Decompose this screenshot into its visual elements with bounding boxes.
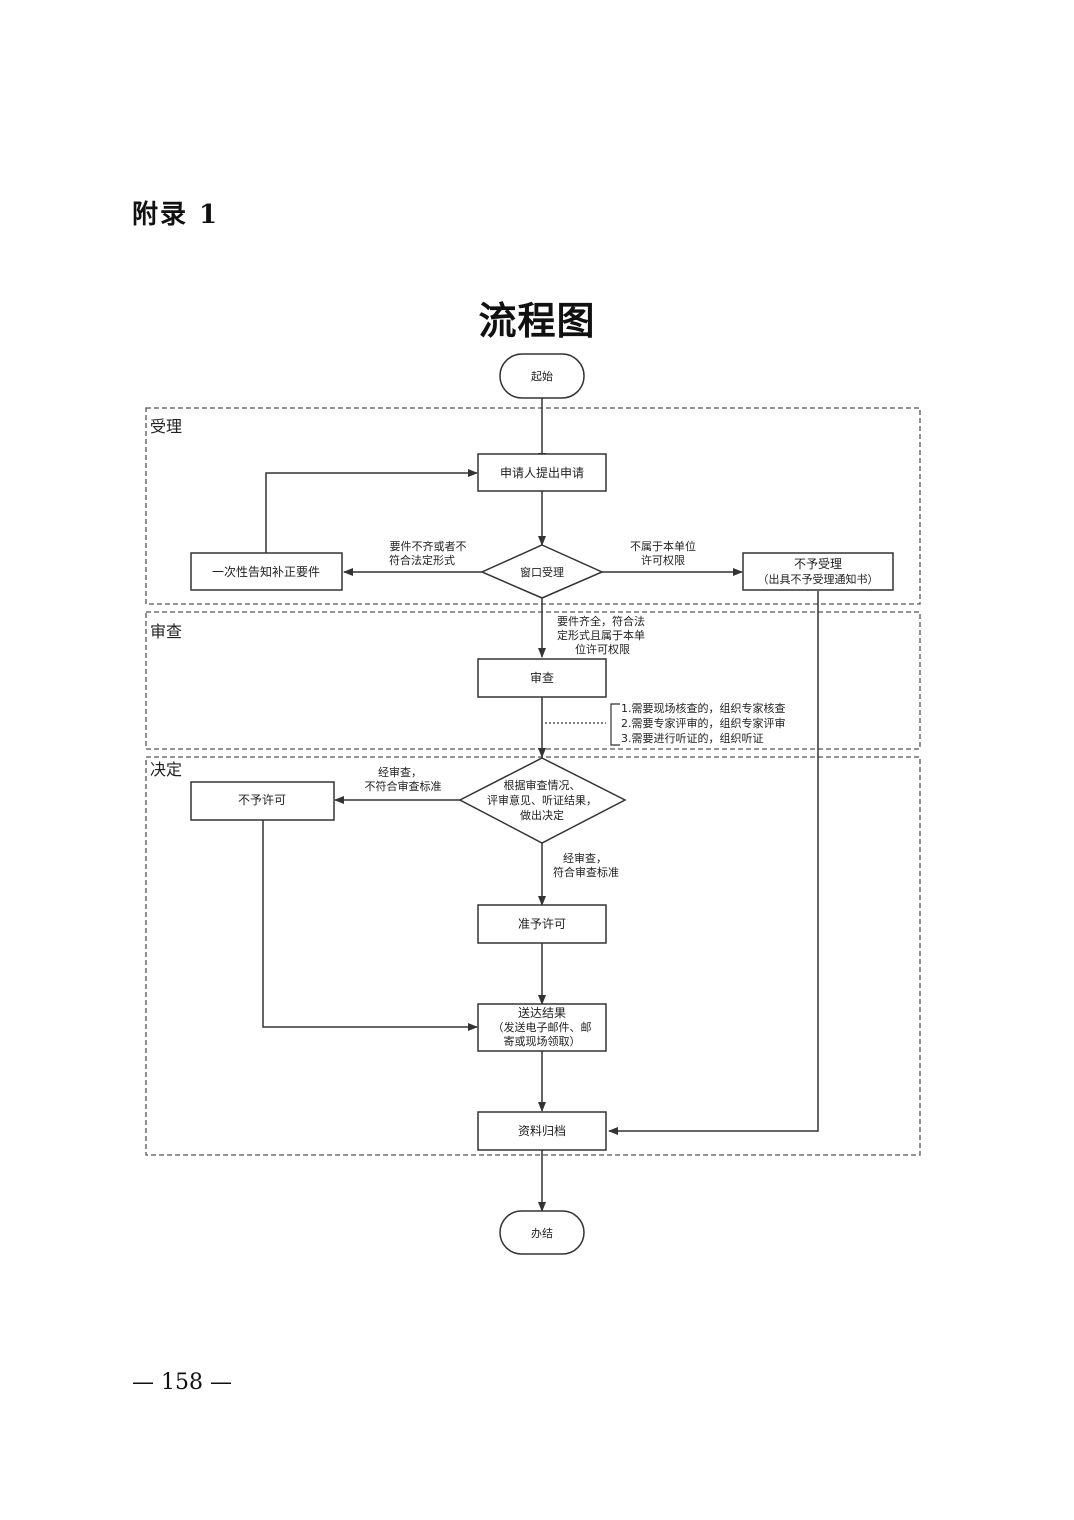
edge-label-pass-2: 符合审查标准 (553, 865, 619, 879)
edge-reject-archive (608, 591, 819, 1135)
edge-label-fail-2: 不符合审查标准 (365, 779, 442, 793)
annotation-line-3: 3.需要进行听证的，组织听证 (621, 731, 764, 745)
decision-label-1: 根据审查情况、 (504, 778, 581, 792)
edge-deny-deliver (262, 820, 478, 1031)
grant-node-label: 准予许可 (518, 917, 566, 931)
edge-label-complete-1: 要件齐全，符合法 (557, 614, 645, 628)
grant-node (477, 904, 607, 944)
edge-label-pass-1: 经审查， (563, 851, 607, 865)
lane-review-label: 审查 (150, 622, 182, 641)
decision-label-3: 做出决定 (520, 808, 564, 822)
end-node (499, 1210, 585, 1255)
lane-decide (145, 756, 921, 1156)
annotation-line-1: 1.需要现场核查的，组织专家核查 (621, 701, 786, 715)
window-decision-label: 窗口受理 (520, 565, 564, 579)
page-number: — 158 — (132, 1370, 232, 1395)
decision-label-2: 评审意见、听证结果， (487, 793, 597, 807)
end-node-label: 办结 (531, 1227, 553, 1240)
deliver-label-3: 寄或现场领取） (504, 1034, 581, 1048)
reject-accept-label: 不予受理 (794, 557, 842, 571)
deny-node (190, 781, 335, 821)
edge-label-incomplete-2: 符合法定形式 (389, 553, 455, 567)
appendix-label: 附录 1 (132, 200, 220, 230)
annotation-line-2: 2.需要专家评审的，组织专家评审 (621, 716, 786, 730)
review-node-label: 审查 (530, 670, 554, 685)
edge-label-scope-1: 不属于本单位 (630, 539, 696, 553)
deliver-node (477, 1003, 607, 1052)
archive-node (477, 1111, 607, 1151)
edge-supplement-apply (265, 469, 478, 553)
lane-accept-label: 受理 (150, 417, 182, 436)
supplement-node-label: 一次性告知补正要件 (212, 565, 320, 579)
edge-label-fail-1: 经审查， (378, 765, 422, 779)
edge-label-complete-2: 定形式且属于本单 (557, 628, 645, 642)
window-decision-node (480, 544, 604, 599)
page-title: 流程图 (478, 298, 596, 343)
deny-node-label: 不予许可 (238, 793, 286, 807)
apply-node (477, 453, 607, 492)
lane-review (145, 611, 921, 750)
apply-node-label: 申请人提出申请 (500, 465, 584, 480)
edge-label-scope-2: 许可权限 (641, 554, 685, 567)
start-node-label: 起始 (531, 369, 553, 383)
deliver-label-2: （发送电子邮件、邮 (493, 1020, 592, 1034)
edge-label-complete-3: 位许可权限 (575, 642, 630, 656)
reject-accept-sublabel: （出具不予受理通知书） (758, 572, 879, 586)
archive-node-label: 资料归档 (518, 1124, 566, 1138)
start-node (499, 353, 585, 399)
deliver-label-1: 送达结果 (518, 1005, 566, 1020)
edge-label-incomplete-1: 要件不齐或者不 (390, 539, 467, 553)
decision-node (458, 757, 627, 844)
lane-decide-label: 决定 (150, 760, 182, 779)
annotation-bracket (610, 703, 620, 746)
reject-accept-node (742, 552, 894, 591)
supplement-node (190, 552, 343, 591)
review-node (477, 658, 607, 698)
lane-accept (145, 407, 921, 605)
